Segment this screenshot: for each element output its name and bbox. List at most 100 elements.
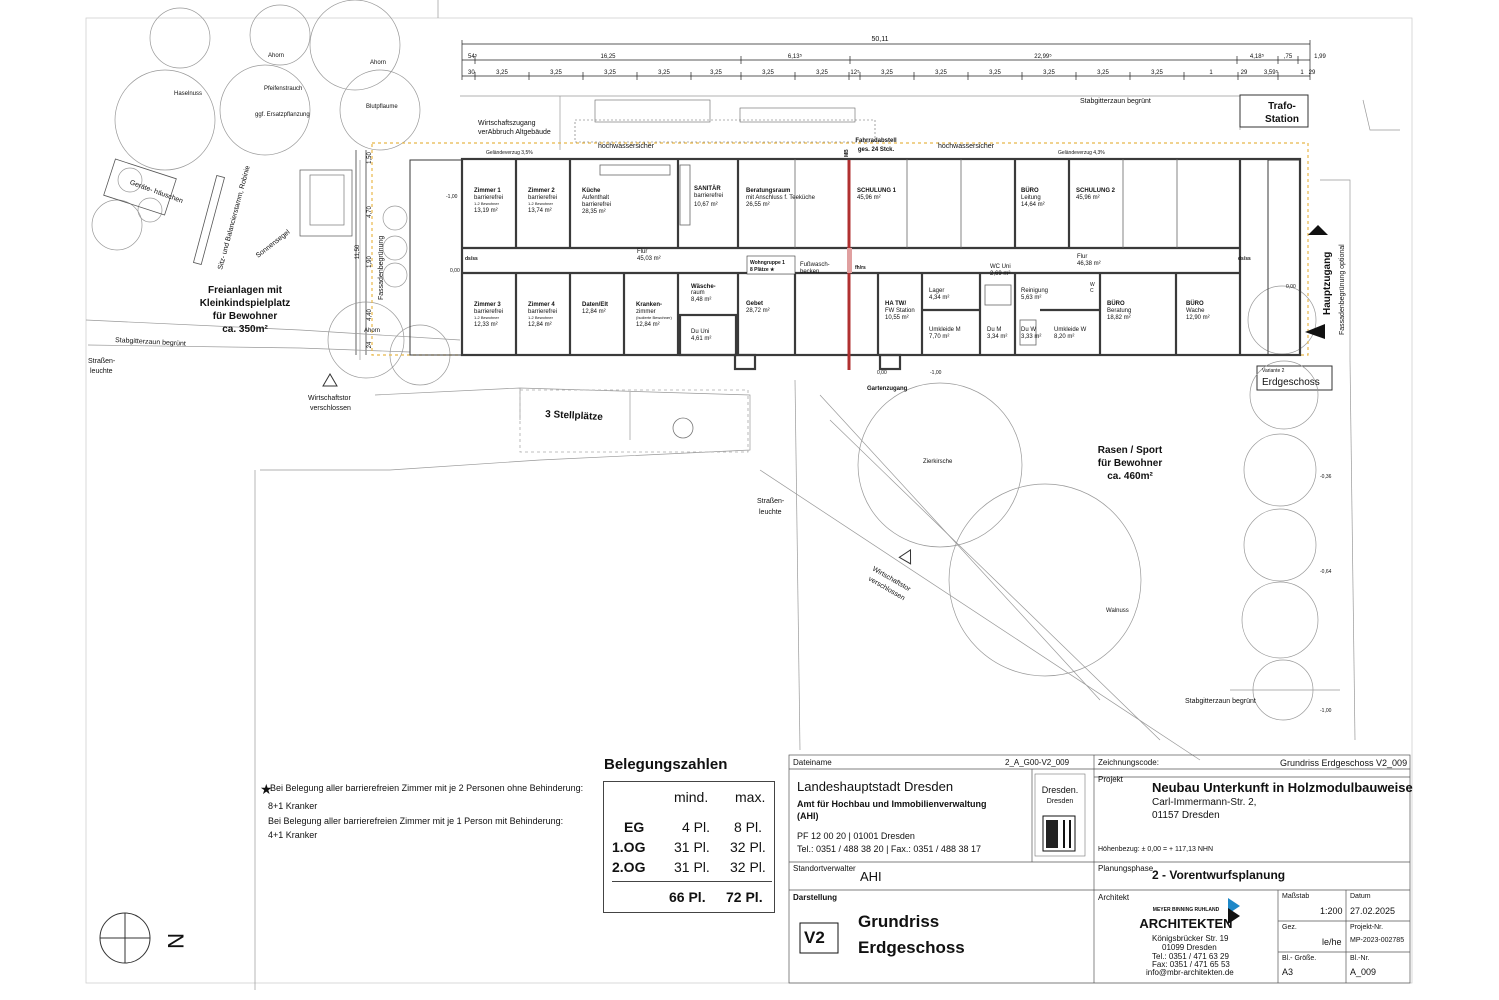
room-buero-wache-name: BÜRO — [1186, 300, 1204, 307]
label-trafo-2: Station — [1265, 114, 1299, 125]
room-umkleide-w-name: Umkleide W — [1054, 327, 1087, 333]
tb-standort: AHI — [860, 869, 882, 884]
label-freianlagen-4: ca. 350m² — [222, 324, 268, 335]
room-zimmer2-name: Zimmer 2 — [528, 188, 555, 194]
label-fassade: Fassadenbegrünung — [378, 236, 385, 300]
room-beratung-name: Beratungsraum — [746, 188, 790, 194]
label-hauptzugang: Hauptzugang — [1322, 252, 1333, 315]
occupancy-max-1og: 32 Pl. — [730, 839, 766, 855]
tb-gez-label: Gez. — [1282, 924, 1297, 931]
label-fahrrad-2: ges. 24 Stck. — [858, 147, 895, 153]
level-m064: -0,64 — [1320, 569, 1332, 575]
tb-projnr-label: Projekt-Nr. — [1350, 924, 1384, 931]
label-variante: Variante 2 — [1262, 368, 1285, 374]
occupancy-total-min: 66 Pl. — [669, 889, 706, 905]
architect-logo: MEYER BINNING RUHLAND ARCHITEKTEN — [1139, 898, 1240, 931]
dim-mod-4: 3,25 — [658, 70, 670, 76]
room-buero-beratung-sub: Beratung — [1107, 308, 1131, 314]
label-mb: MB — [844, 149, 850, 157]
label-hochwasser-2: hochwassersicher — [938, 143, 995, 150]
title-block-grid — [788, 754, 1411, 984]
room-lager-area: 4,34 m² — [929, 295, 949, 301]
room-zimmer4-note: 1-2 Bewohner — [528, 315, 554, 320]
room-buero-wache-area: 12,90 m² — [1186, 315, 1210, 321]
room-reinigung-area: 5,63 m² — [1021, 295, 1041, 301]
dim-mod-1: 3,25 — [496, 70, 508, 76]
label-ahorn-2: Ahorn — [370, 60, 386, 66]
dim-mod-15: 1 — [1209, 70, 1213, 76]
label-sonnensegel: Sonnensegel — [255, 229, 292, 260]
room-hatw-area: 10,55 m² — [885, 315, 909, 321]
dim-top-3: 6,13⁵ — [788, 53, 803, 60]
tb-variant: V2 — [804, 928, 825, 947]
occupancy-max-eg: 8 Pl. — [734, 819, 763, 835]
dim-top-6: ,75 — [1284, 54, 1293, 60]
interior-partitions — [599, 159, 1178, 346]
tb-blgr: A3 — [1282, 967, 1294, 977]
room-kranken-area: 12,84 m² — [636, 322, 660, 328]
occupancy-min-1og: 31 Pl. — [674, 839, 710, 855]
dim-overall: 50,11 — [872, 36, 889, 43]
dimension-texts: 50,11 54⁵ 16,25 6,13⁵ 22,99⁵ 4,18⁵ ,75 1… — [355, 36, 1326, 348]
dim-mod-7: 3,25 — [816, 70, 828, 76]
label-zaun-2: Stabgitterzaun begrünt — [1080, 98, 1151, 105]
room-wohngruppe-2: 8 Plätze ★ — [750, 267, 775, 273]
label-ahorn-3: Ahorn — [364, 328, 380, 334]
gate-triangle-1 — [322, 373, 338, 387]
level-m036: -0,36 — [1320, 474, 1332, 480]
room-dum-area: 3,34 m² — [987, 334, 1007, 340]
level-m1-2: -1,00 — [930, 370, 942, 376]
tb-projekt-1: Neubau Unterkunft in Holzmodulbauweise — [1152, 780, 1413, 795]
room-kranken-note: (Isolierte Bewohner) — [636, 315, 672, 320]
occupancy-box — [603, 781, 775, 913]
room-umkleide-w-area: 8,20 m² — [1054, 334, 1074, 340]
footnote-line-3: Bei Belegung aller barrierefreien Zimmer… — [268, 816, 564, 826]
tb-dateiname-label: Dateiname — [793, 758, 832, 767]
label-gartenzugang: Gartenzugang — [867, 386, 908, 392]
dim-mod-5: 3,25 — [710, 70, 722, 76]
room-wcuni-name: WC Uni — [990, 264, 1011, 270]
room-flur2-area: 46,38 m² — [1077, 261, 1101, 267]
label-fassade-opt: Fassadenbegrünung optional — [1339, 244, 1346, 335]
tb-standort-label: Standortverwalter — [793, 864, 856, 873]
dim-mod-10: 3,25 — [935, 70, 947, 76]
tb-client-3: (AHI) — [797, 811, 819, 821]
tb-arch-3: Tel.: 0351 / 471 63 29 — [1152, 952, 1229, 961]
tb-architekt-label: Architekt — [1098, 893, 1130, 902]
room-schulung1-area: 45,96 m² — [857, 195, 881, 201]
tb-blnr-label: Bl.-Nr. — [1350, 955, 1370, 962]
room-zimmer1-sub: barrierefrei — [474, 195, 503, 201]
room-kranken-name: Kranken- — [636, 302, 662, 308]
tb-massstab: 1:200 — [1320, 906, 1343, 916]
tb-client-4: PF 12 00 20 | 01001 Dresden — [797, 831, 915, 841]
label-ersatz: ggf. Ersatzpflanzung — [255, 112, 310, 118]
room-zimmer4-area: 12,84 m² — [528, 322, 552, 328]
dim-side-4: 4,40 — [367, 309, 373, 321]
room-zimmer3-area: 12,33 m² — [474, 322, 498, 328]
tb-arch-2: 01099 Dresden — [1162, 943, 1217, 952]
trees — [91, 0, 1319, 721]
dim-top-7: 1,99 — [1314, 54, 1326, 60]
tb-arch-1: Königsbrücker Str. 19 — [1152, 934, 1229, 943]
label-rasen-3: ca. 460m² — [1107, 471, 1153, 482]
occupancy-col-min: mind. — [674, 789, 709, 805]
label-fahrrad-1: Fahrradabstell — [855, 138, 897, 144]
room-gebet-area: 28,72 m² — [746, 308, 770, 314]
room-zimmer1-name: Zimmer 1 — [474, 188, 501, 194]
room-sanitaer-area: 10,67 m² — [694, 202, 718, 208]
room-schulung2-area: 45,96 m² — [1076, 195, 1100, 201]
room-flur1-name: Flur — [637, 249, 647, 255]
dim-top-5: 4,18⁵ — [1250, 53, 1265, 60]
room-fusswasch-1: Fußwasch- — [800, 262, 830, 268]
level-0-2: 0,00 — [877, 370, 887, 376]
occupancy-total-max: 72 Pl. — [726, 889, 763, 905]
sheet-frame — [85, 17, 1413, 984]
room-duuni-name: Du Uni — [691, 329, 709, 335]
room-hatw-name: HA TW/ — [885, 301, 906, 307]
dresden-logo-text-2: Dresden — [1047, 798, 1074, 805]
fire-door — [847, 248, 852, 273]
room-zimmer3-name: Zimmer 3 — [474, 302, 501, 308]
garden-shed — [103, 158, 177, 216]
room-kranken-sub: zimmer — [636, 309, 656, 315]
room-zimmer2-sub: barrierefrei — [528, 195, 557, 201]
